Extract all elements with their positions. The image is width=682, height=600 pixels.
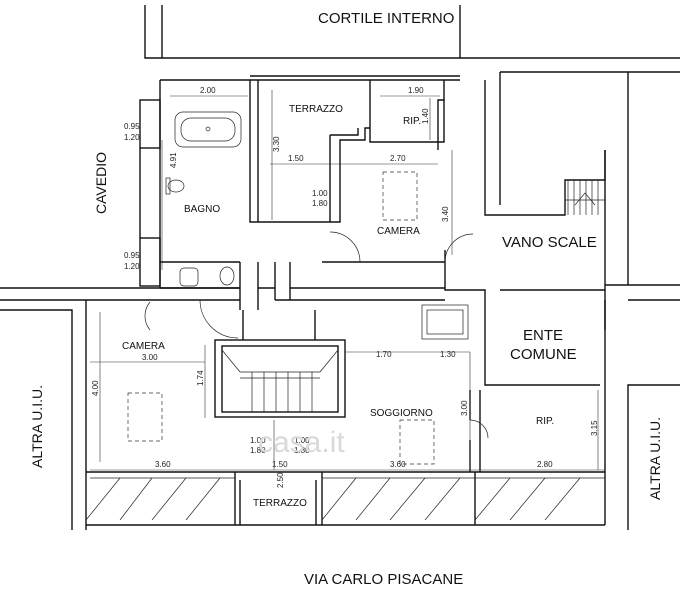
dim-camera-height: 3.40: [441, 206, 450, 222]
dim-camera-left-width: 3.00: [142, 353, 158, 362]
label-bagno: BAGNO: [184, 204, 220, 215]
dim-window-right-a: 1.00: [294, 436, 310, 445]
dim-cavedio-top-a: 0.95: [124, 122, 140, 131]
dimension-lines: [90, 90, 605, 471]
dim-window-top-a: 1.00: [312, 189, 328, 198]
label-terrazzo-bottom: TERRAZZO: [253, 498, 307, 509]
label-camera-top: CAMERA: [377, 226, 420, 237]
dim-window-left-b: 1.80: [250, 446, 266, 455]
dim-terrazzo-width: 1.50: [288, 154, 304, 163]
room-labels: CORTILE INTERNO CAVEDIO TERRAZZO RIP. BA…: [29, 10, 663, 588]
label-soggiorno: SOGGIORNO: [370, 408, 433, 419]
label-rip-right: RIP.: [536, 416, 554, 427]
walls: [0, 5, 680, 530]
label-altra-uiu-left: ALTRA U.I.U.: [29, 385, 45, 468]
label-ente: ENTE: [523, 327, 563, 344]
label-vano-scale: VANO SCALE: [502, 234, 597, 251]
dim-cavedio-bottom-b: 1.20: [124, 262, 140, 271]
dim-window-top-b: 1.80: [312, 199, 328, 208]
dim-bagno-width: 2.00: [200, 86, 216, 95]
dim-rip-right-width: 2.80: [537, 460, 553, 469]
dim-bagno-height: 4.91: [169, 152, 178, 168]
dim-rip-height: 1.40: [421, 108, 430, 124]
label-cavedio: CAVEDIO: [93, 152, 109, 214]
dimension-labels: 2.00 0.95 1.20 4.91 0.95 1.20 3.30 1.50 …: [91, 86, 599, 488]
dim-bottom-right-width: 3.60: [390, 460, 406, 469]
label-cortile-interno: CORTILE INTERNO: [318, 10, 454, 27]
dim-terrazzo-bottom-width: 1.50: [272, 460, 288, 469]
label-rip-top: RIP.: [403, 116, 421, 127]
label-altra-uiu-right: ALTRA U.I.U.: [647, 417, 663, 500]
dim-terrazzo-bottom-height: 2.50: [276, 472, 285, 488]
dim-cavedio-bottom-a: 0.95: [124, 251, 140, 260]
dim-soggiorno-a: 1.70: [376, 350, 392, 359]
dim-stair-height: 1.74: [196, 370, 205, 386]
label-terrazzo-top: TERRAZZO: [289, 104, 343, 115]
dim-window-right-b: 1.80: [294, 446, 310, 455]
dim-window-left-a: 1.00: [250, 436, 266, 445]
dim-soggiorno-b: 1.30: [440, 350, 456, 359]
label-camera-left: CAMERA: [122, 341, 165, 352]
watermark-logo: casa.it: [258, 426, 345, 459]
details: [85, 111, 605, 521]
dim-camera-left-height: 4.00: [91, 380, 100, 396]
label-comune: COMUNE: [510, 346, 577, 363]
dim-cavedio-top-b: 1.20: [124, 133, 140, 142]
dim-bottom-left-width: 3.60: [155, 460, 171, 469]
dim-camera-width: 2.70: [390, 154, 406, 163]
label-via-carlo-pisacane: VIA CARLO PISACANE: [304, 571, 463, 588]
dim-terrazzo-height: 3.30: [272, 136, 281, 152]
dim-rip-right-height: 3.15: [590, 420, 599, 436]
dim-rip-width: 1.90: [408, 86, 424, 95]
dim-soggiorno-height: 3.00: [460, 400, 469, 416]
